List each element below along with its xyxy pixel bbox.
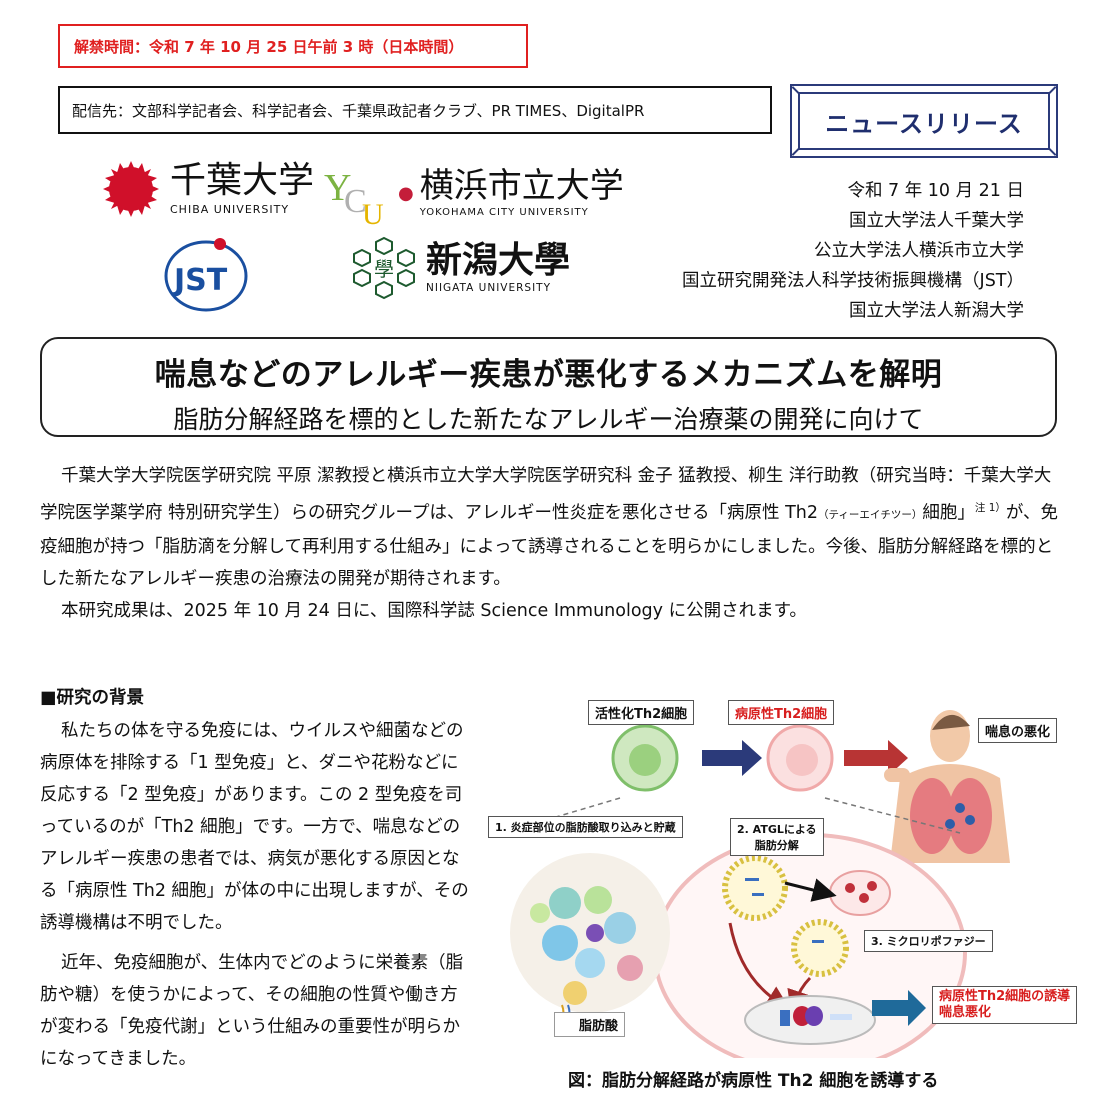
chiba-seal-icon xyxy=(103,161,159,217)
embargo-notice: 解禁時間：令和 7 年 10 月 25 日午前 3 時（日本時間） xyxy=(58,24,528,68)
step-3-label: 3. ミクロリポファジー xyxy=(864,930,993,952)
press-title: 喘息などのアレルギー疾患が悪化するメカニズムを解明 xyxy=(154,357,943,393)
yokohama-city-university-logo: Y C U ● 横浜市立大学 YOKOHAMA CITY UNIVERSITY xyxy=(322,160,624,226)
arrow-icon xyxy=(844,740,908,776)
niigata-university-logo: 學 新潟大學 NIIGATA UNIVERSITY xyxy=(352,236,570,300)
lead-paragraph: 本研究成果は、2025 年 10 月 24 日に、国際科学誌 Science I… xyxy=(61,600,807,621)
yokohama-dot-icon: ● xyxy=(398,182,414,204)
step-2-label: 2. ATGLによる 脂肪分解 xyxy=(730,818,824,856)
inflamed-tissue-icon xyxy=(510,853,670,1013)
activated-th2-cell-icon xyxy=(611,724,679,792)
yokohama-logo-english: YOKOHAMA CITY UNIVERSITY xyxy=(419,206,589,218)
issuer-org: 国立研究開発法人科学技術振興機構（JST） xyxy=(682,271,1024,291)
nucleus-icon xyxy=(744,995,876,1045)
issuer-block: 令和 7 年 10 月 21 日 国立大学法人千葉大学 公立大学法人横浜市立大学… xyxy=(682,176,1024,326)
body-paragraph: 私たちの体を守る免疫には、ウイルスや細菌などの病原体を排除する「1 型免疫」と、… xyxy=(40,721,469,933)
niigata-logo-english: NIIGATA UNIVERSITY xyxy=(426,282,552,294)
yokohama-logo-name: 横浜市立大学 xyxy=(419,165,624,206)
jst-logo-text: JST xyxy=(172,263,228,298)
lipid-droplet-icon xyxy=(722,855,788,921)
press-subtitle: 脂肪分解経路を標的とした新たなアレルギー治療薬の開発に向けて xyxy=(173,405,924,434)
footnote-ref: 注 1） xyxy=(974,502,1006,514)
lead-paragraph: 千葉大学大学院医学研究院 平原 潔教授と横浜市立大学大学院医学研究科 金子 猛教… xyxy=(40,466,1059,589)
news-release-badge: ニュースリリース xyxy=(790,84,1058,158)
issuer-org: 国立大学法人千葉大学 xyxy=(849,211,1024,231)
jst-mark-icon: JST xyxy=(164,238,248,312)
figure-caption: 図：脂肪分解経路が病原性 Th2 細胞を誘導する xyxy=(568,1071,939,1091)
svg-text:C: C xyxy=(344,183,367,220)
chiba-logo-english: CHIBA UNIVERSITY xyxy=(170,202,290,216)
body-paragraph: 近年、免疫細胞が、生体内でどのように栄養素（脂肪や糖）を使うかによって、その細胞… xyxy=(40,953,464,1069)
figure-illustration xyxy=(501,710,1010,1058)
news-release-label: ニュースリリース xyxy=(798,92,1050,150)
background-body: 私たちの体を守る免疫には、ウイルスや細菌などの病原体を排除する「1 型免疫」と、… xyxy=(40,715,470,1075)
release-date: 令和 7 年 10 月 21 日 xyxy=(847,181,1024,201)
legend-fatty-acid: 脂肪酸 xyxy=(554,1012,626,1037)
step-1-label: 1. 炎症部位の脂肪酸取り込みと貯蔵 xyxy=(488,816,683,838)
arrow-icon xyxy=(702,740,762,776)
pathogenic-th2-cell-icon xyxy=(766,724,834,792)
lysosome-icon xyxy=(829,870,891,916)
niigata-hexagon-icon: 學 xyxy=(353,236,415,300)
title-box: 喘息などのアレルギー疾患が悪化するメカニズムを解明 脂肪分解経路を標的とした新た… xyxy=(40,337,1057,437)
distribution-list: 配信先：文部科学記者会、科学記者会、千葉県政記者クラブ、PR TIMES、Dig… xyxy=(58,86,772,134)
svg-text:Y: Y xyxy=(324,167,351,209)
lead-section: 千葉大学大学院医学研究院 平原 潔教授と横浜市立大学大学院医学研究科 金子 猛教… xyxy=(40,460,1060,627)
chiba-university-logo: 千葉大学 CHIBA UNIVERSITY xyxy=(102,160,314,218)
ycu-mark-icon: Y C U xyxy=(324,167,384,226)
lipid-droplet-icon xyxy=(791,919,849,977)
label-activated-th2: 活性化Th2細胞 xyxy=(588,700,695,725)
svg-text:U: U xyxy=(362,198,384,226)
outcome-arrow-icon xyxy=(872,990,926,1026)
label-asthma-worsening: 喘息の悪化 xyxy=(978,718,1058,743)
issuer-org: 公立大学法人横浜市立大学 xyxy=(814,241,1024,261)
section-heading: ■研究の背景 xyxy=(40,688,145,708)
issuer-org: 国立大学法人新潟大学 xyxy=(849,301,1024,321)
niigata-mark-text: 學 xyxy=(374,257,394,281)
chiba-logo-name: 千葉大学 xyxy=(170,159,315,201)
jst-logo: JST xyxy=(162,234,254,316)
niigata-logo-name: 新潟大學 xyxy=(426,239,571,281)
mechanism-figure: 活性化Th2細胞 病原性Th2細胞 喘息の悪化 1. 炎症部位の脂肪酸取り込みと… xyxy=(480,688,1090,1058)
outcome-label: 病原性Th2細胞の誘導 喘息悪化 xyxy=(932,986,1078,1024)
label-pathogenic-th2: 病原性Th2細胞 xyxy=(728,700,835,725)
patient-lungs-icon xyxy=(884,710,1010,863)
